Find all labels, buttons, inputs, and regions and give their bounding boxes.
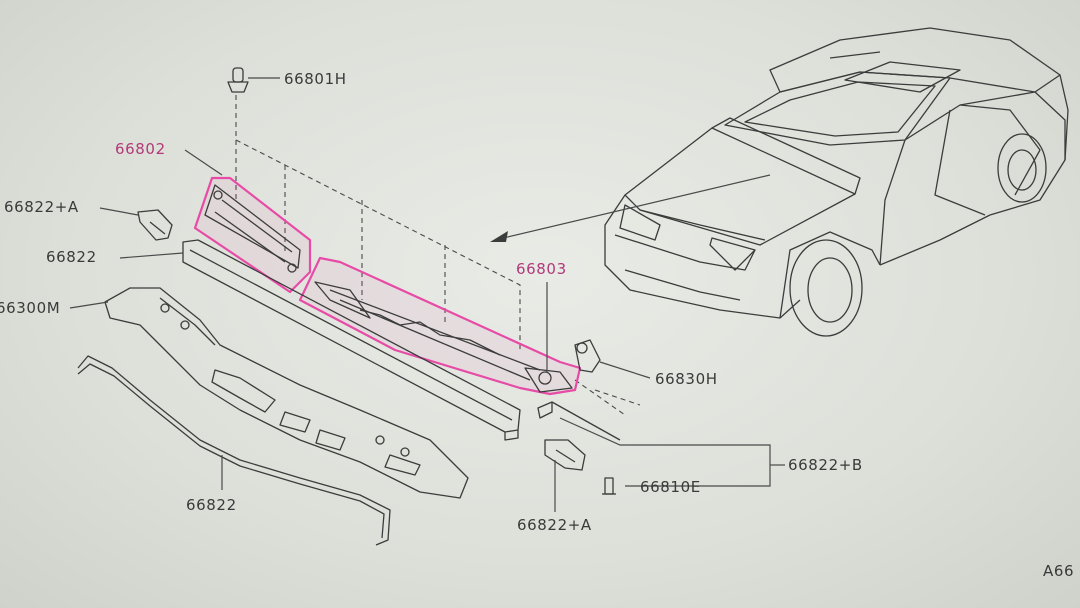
seal-66822b (537, 401, 621, 441)
label-66822a-left: 66822+A (4, 198, 79, 216)
screw-66810e (602, 477, 616, 495)
seal-66822-lower (77, 355, 391, 546)
assembly-dashed-lines (235, 95, 641, 416)
car-illustration (604, 27, 1069, 337)
cowl-top-right-66803 (298, 256, 582, 396)
label-66822-upper: 66822 (46, 248, 97, 266)
label-66822b: 66822+B (788, 456, 863, 474)
bracket-66822a-left (137, 209, 173, 241)
label-66300m: 66300M (0, 299, 60, 317)
label-66822a-bottom: 66822+A (517, 516, 592, 534)
label-66830h: 66830H (655, 370, 718, 388)
callout-arrow (490, 174, 771, 242)
label-66801h: 66801H (284, 70, 347, 88)
label-66802: 66802 (115, 140, 166, 158)
label-66822-lower: 66822 (186, 496, 237, 514)
clip-66830h (574, 339, 601, 373)
label-66803: 66803 (516, 260, 567, 278)
seal-66822-upper (182, 239, 521, 441)
page-code: A66 (1043, 562, 1074, 580)
clip-66801h (227, 67, 249, 93)
label-66810e: 66810E (640, 478, 701, 496)
cowl-top-left-66802 (193, 176, 312, 294)
leader-lines (69, 77, 785, 512)
cowl-panel-66300m (104, 287, 469, 499)
bracket-66822a-bottom (544, 439, 586, 471)
